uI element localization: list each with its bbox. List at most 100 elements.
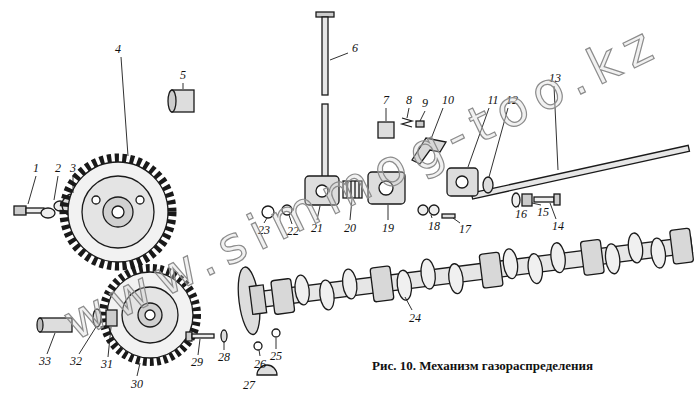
watermark: www.simmog-too.kz	[56, 16, 667, 348]
cam-lobe	[318, 279, 336, 311]
leader-line	[431, 215, 432, 218]
gear-hole	[92, 196, 100, 204]
ring	[272, 329, 280, 337]
leader-line	[330, 53, 348, 60]
cam-lobe	[627, 232, 645, 264]
bracket-lobe	[418, 205, 428, 215]
callout-number: 15	[537, 206, 549, 218]
bushing	[168, 90, 194, 112]
bolt	[534, 194, 560, 205]
bushing	[483, 177, 493, 193]
bolt-shank	[534, 197, 554, 202]
figure-caption: Рис. 10. Механизм газораспределения	[372, 359, 593, 373]
ring	[254, 342, 262, 350]
callout-number: 14	[552, 220, 564, 232]
callout-number: 19	[382, 222, 394, 234]
leader-line	[54, 176, 58, 200]
gear-bore	[112, 206, 124, 218]
leader-line	[517, 206, 519, 207]
cam-lobe	[293, 274, 311, 306]
leader-line	[121, 57, 128, 156]
rocker-bore	[456, 176, 468, 188]
callout-number: 2	[55, 162, 61, 174]
callout-number: 32	[70, 355, 82, 367]
gear-teeth	[64, 158, 172, 266]
leader-line	[47, 333, 55, 354]
leader-line	[405, 297, 412, 310]
leader-line	[532, 203, 541, 205]
leader-line	[276, 338, 277, 349]
leader-line	[198, 339, 200, 355]
callout-number: 27	[243, 379, 255, 391]
gear-body	[68, 162, 168, 262]
gear-hole	[136, 196, 144, 204]
camshaft-journal	[370, 266, 394, 302]
leader-line	[224, 342, 225, 350]
leader-line	[388, 205, 389, 220]
callout-number: 28	[218, 351, 230, 363]
bracket-lobe	[429, 205, 439, 215]
bushing-end	[168, 90, 176, 112]
callout-number: 5	[180, 69, 186, 81]
callout-number: 33	[39, 355, 51, 367]
callout-number: 31	[101, 358, 113, 370]
sleeve-end	[37, 318, 43, 332]
nut	[522, 194, 532, 206]
camshaft-hub	[249, 285, 266, 315]
camshaft-journal	[670, 228, 694, 264]
pushrod-rod	[322, 104, 328, 178]
leader-line	[386, 108, 387, 121]
callout-number: 29	[191, 356, 203, 368]
washer	[512, 193, 520, 207]
callout-number: 30	[131, 378, 143, 390]
leader-line	[137, 363, 140, 376]
callout-number: 6	[352, 42, 358, 54]
gear-web	[82, 176, 154, 248]
leader-line	[73, 176, 74, 193]
pushrod-rod	[322, 17, 328, 95]
camshaft-gear	[64, 158, 172, 266]
leader-line	[550, 203, 556, 219]
rocker-body	[447, 168, 478, 196]
callout-number: 4	[115, 43, 121, 55]
small-spring	[402, 118, 412, 127]
bracket-plate	[418, 205, 439, 215]
lock-plate-lobe	[41, 208, 55, 218]
rocker-shaft-rod	[471, 145, 689, 199]
cam-lobe	[526, 253, 544, 285]
leader-line	[453, 218, 460, 223]
cam-lobe	[649, 237, 667, 269]
callout-number: 25	[270, 350, 282, 362]
cam-lobe	[502, 248, 520, 280]
cam-lobe	[447, 263, 465, 295]
cam-lobe	[419, 258, 437, 290]
leader-line	[183, 83, 184, 89]
callout-number: 18	[428, 220, 440, 232]
rocker-shaft	[471, 145, 689, 199]
camshaft-journal	[580, 239, 604, 275]
leader-line	[420, 111, 425, 121]
bolt-shank	[192, 334, 214, 338]
cam-lobe	[604, 243, 622, 275]
callout-number: 3	[70, 162, 76, 174]
callout-number: 8	[406, 94, 412, 106]
gear-hub	[103, 197, 133, 227]
bolt-head	[554, 194, 560, 205]
camshaft-journal	[479, 252, 503, 288]
leader-line	[259, 350, 260, 356]
bolt-head	[186, 332, 192, 341]
leader-line	[407, 108, 409, 118]
callout-number: 1	[33, 162, 39, 174]
leader-line	[28, 176, 36, 204]
washer	[221, 330, 227, 342]
callout-number: 16	[515, 208, 527, 220]
callout-number: 24	[409, 312, 421, 324]
bolt-head	[14, 206, 26, 215]
rocker-arm	[447, 168, 478, 196]
callout-number: 26	[254, 358, 266, 370]
pushrod	[316, 12, 334, 178]
pushrod-cap	[316, 12, 334, 17]
cam-lobe	[395, 269, 413, 301]
bushing	[378, 122, 394, 138]
cam-lobe	[341, 268, 359, 300]
